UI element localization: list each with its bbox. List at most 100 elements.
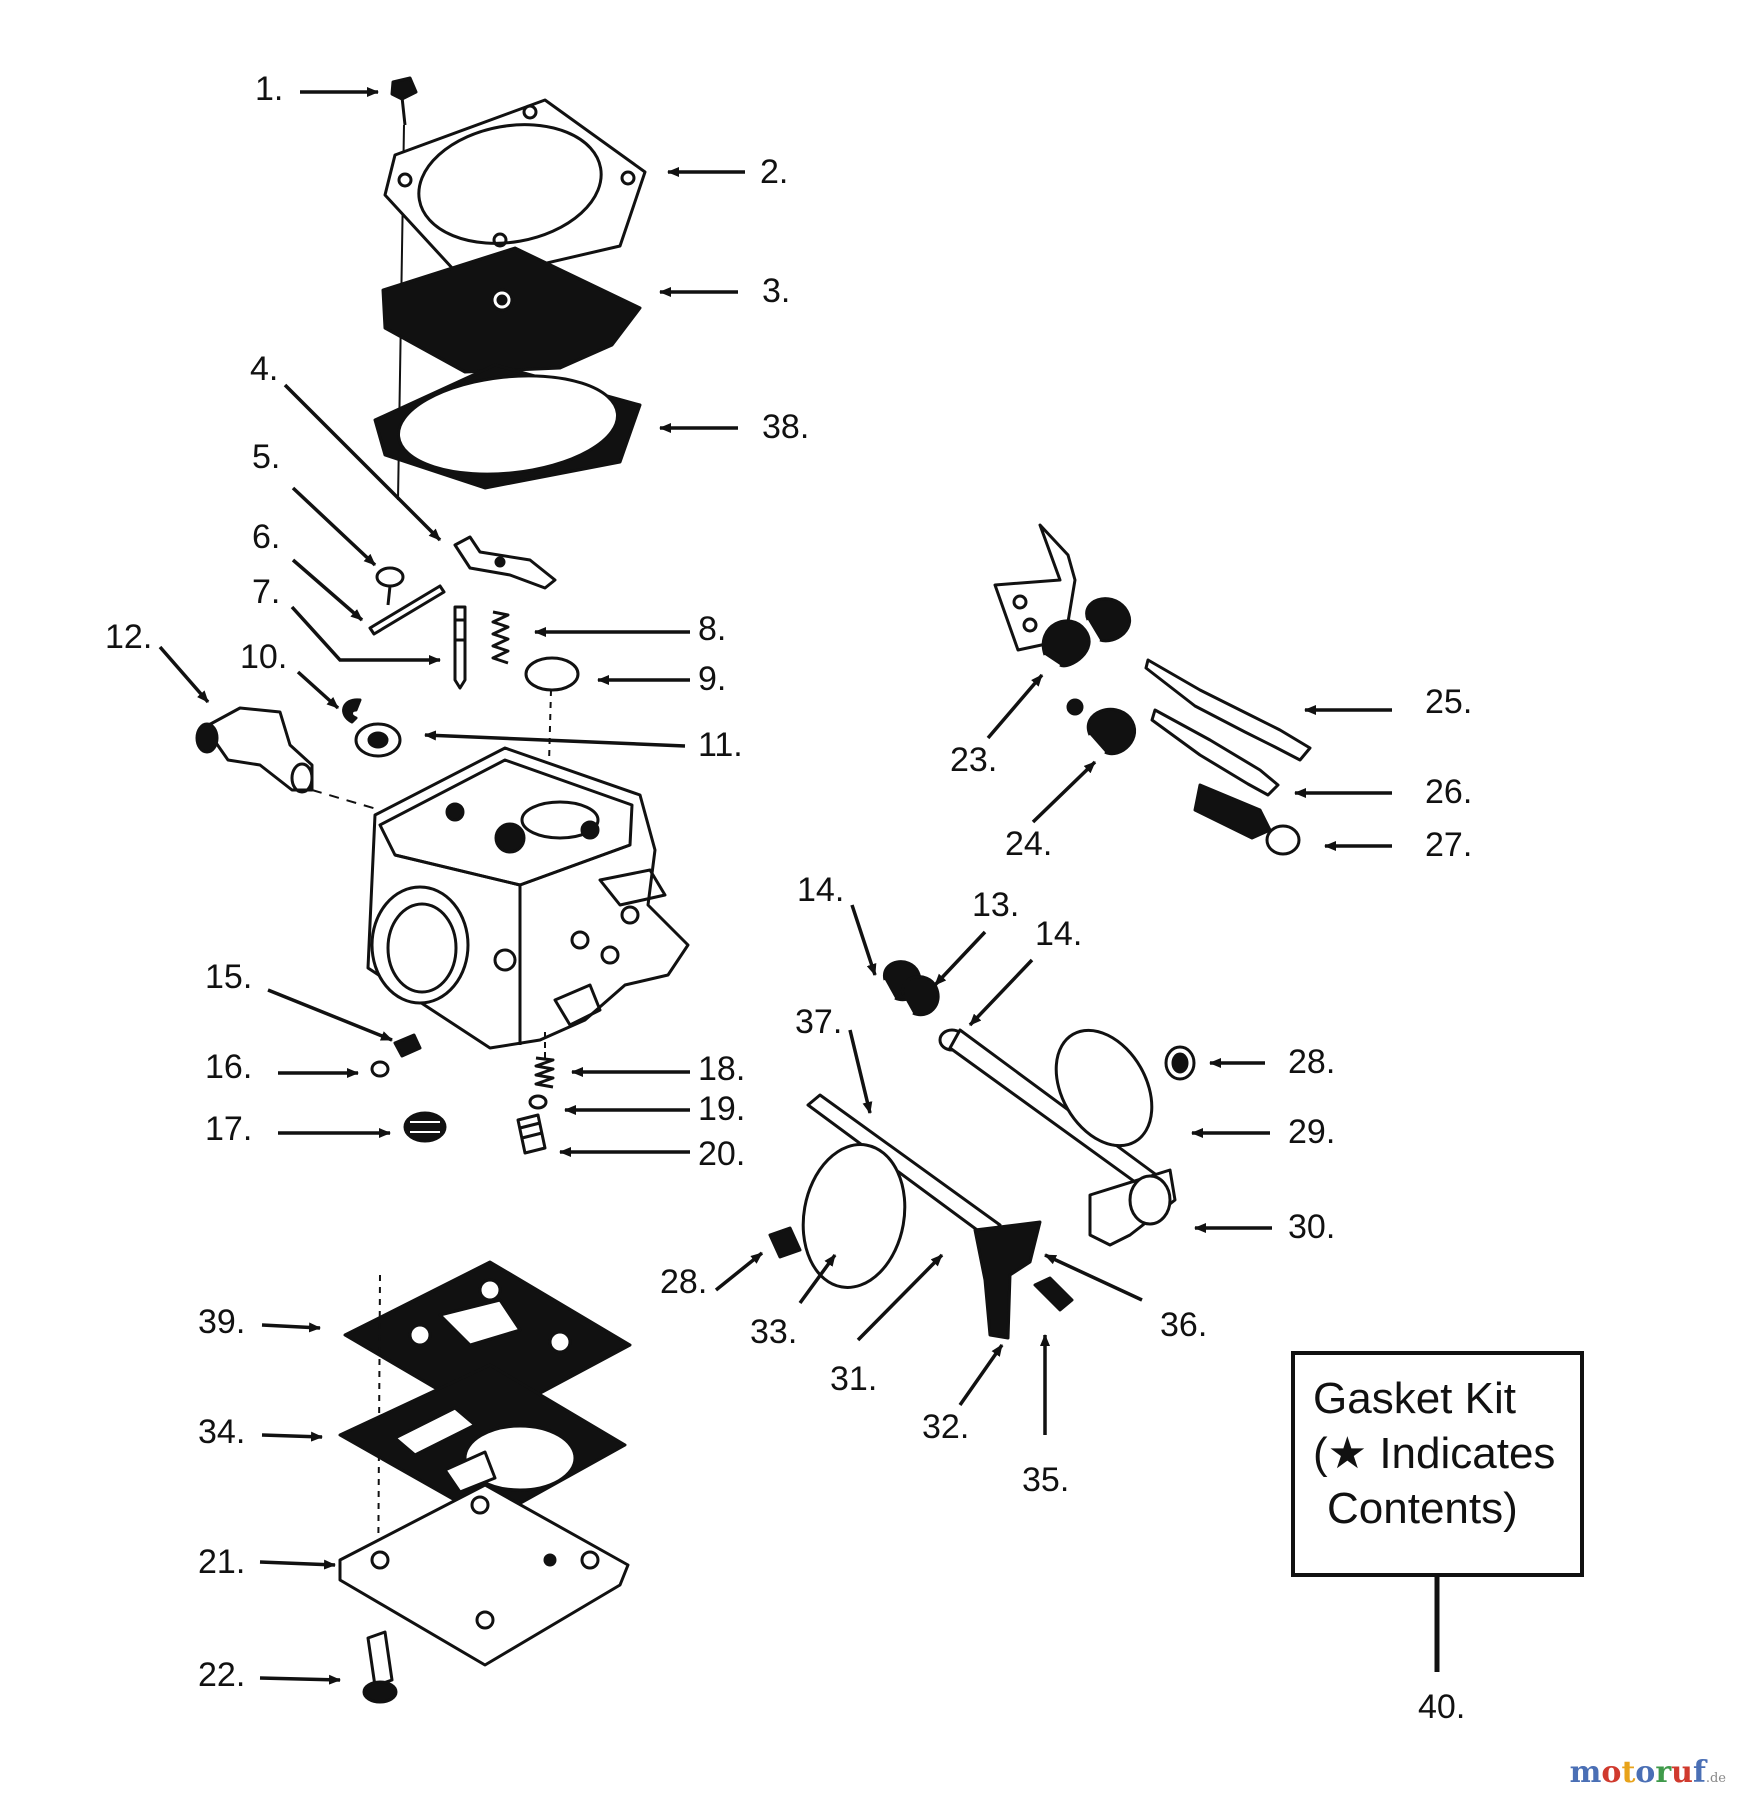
part-28-screw-upper [1164,1045,1196,1081]
part-25-needle [1144,658,1312,762]
arrow-15 [267,988,393,1042]
part-6-pin [368,584,446,636]
callout-5: 5. [252,438,281,476]
callout-9: 9. [698,660,727,698]
part-11-washer [354,722,402,758]
callout-37: 37. [795,1003,843,1041]
part-31-choke-shaft [806,1093,1002,1240]
gasket-kit-box: Gasket Kit (★ Indicates Contents) [1291,1351,1584,1577]
part-24-spring [1066,698,1137,756]
part-27-screw [1193,783,1301,856]
callout-2: 2. [760,153,789,191]
callout-27: 27. [1425,826,1473,864]
part-16-ball [370,1060,390,1078]
callout-18: 18. [698,1050,746,1088]
callout-15: 15. [205,958,253,996]
part-30-shaft [948,1028,1177,1247]
part-17-screen [403,1111,447,1143]
callout-4: 4. [250,350,279,388]
carburetor-body [366,746,690,1050]
arrow-7 [290,605,441,665]
part-35-screw [1033,1276,1074,1312]
callout-35: 35. [1022,1461,1070,1499]
part-15-screw [393,1033,422,1058]
watermark-brand: motoruf [1569,1755,1706,1790]
part-29-throttle-plate [1054,1028,1154,1148]
arrow-37 [848,1029,873,1114]
motoruf-watermark-logo: motoruf.de [1570,1755,1726,1790]
part-7-needle [453,605,467,690]
part-32-lever [973,1220,1042,1340]
part-20-plug [516,1113,547,1155]
callout-16: 16. [205,1048,253,1086]
part-12-fitting [195,706,381,811]
callout-24: 24. [1005,825,1053,863]
arrow-14a [850,904,877,976]
callout-40: 40. [1418,1688,1466,1726]
callout-34: 34. [198,1413,246,1451]
part-5-screw [375,566,405,606]
callout-8: 8. [698,610,727,648]
callout-26: 26. [1425,773,1473,811]
arrow-10 [296,670,340,710]
arrow-36 [1044,1253,1143,1302]
arrow-34 [261,1431,323,1442]
arrow-23 [986,673,1044,740]
callout-28-left: 28. [660,1263,708,1301]
arrow-32 [958,1343,1004,1407]
callout-6: 6. [252,518,281,556]
arrow-13 [933,930,987,987]
part-22-screw [362,1630,398,1704]
part-10-clip [342,698,362,724]
part-28-screw-lower [768,1226,802,1259]
part-26-needle [1150,708,1280,797]
callout-3: 3. [762,272,791,310]
callout-31: 31. [830,1360,878,1398]
arrow-4 [283,383,442,542]
arrow-31 [856,1253,944,1342]
callout-39: 39. [198,1303,246,1341]
part-13-spring [883,960,966,1052]
arrow-11 [424,730,686,748]
gasket-kit-indicates: (★ Indicates [1313,1429,1556,1478]
part-38-gasket [373,363,642,490]
arrow-22 [259,1674,341,1685]
part-19-ring [528,1094,548,1110]
callout-23: 23. [950,741,998,779]
watermark-suffix: .de [1705,1771,1726,1786]
arrow-6 [291,558,364,622]
part-2-cover-plate [383,98,647,284]
callout-22: 22. [198,1656,246,1694]
callout-29: 29. [1288,1113,1336,1151]
callout-7: 7. [252,573,281,611]
part-3-diaphragm [381,246,642,374]
callout-20: 20. [698,1135,746,1173]
gasket-kit-contents: Contents) [1327,1484,1518,1533]
part-23-springs [1041,597,1132,668]
callout-25: 25. [1425,683,1473,721]
callout-10: 10. [240,638,288,676]
part-34-gasket [338,1363,627,1522]
part-9-disc [524,656,580,692]
part-33-choke-plate [801,1143,907,1289]
callout-1: 1. [255,70,284,108]
callout-14-right: 14. [1035,915,1083,953]
arrow-5 [291,486,377,567]
callout-33: 33. [750,1313,798,1351]
arrow-28b [714,1251,764,1292]
callout-21: 21. [198,1543,246,1581]
arrow-21 [259,1559,336,1570]
callout-12: 12. [105,618,153,656]
arrow-24 [1031,760,1097,824]
callout-30: 30. [1288,1208,1336,1246]
arrow-14b [968,958,1034,1027]
gasket-kit-title: Gasket Kit [1313,1374,1516,1423]
callout-28-right: 28. [1288,1043,1336,1081]
part-8-spring [491,610,510,665]
callout-19: 19. [698,1090,746,1128]
callout-17: 17. [205,1110,253,1148]
arrow-12 [158,645,210,704]
arrow-33 [798,1253,837,1305]
part-1-screw [390,76,418,126]
